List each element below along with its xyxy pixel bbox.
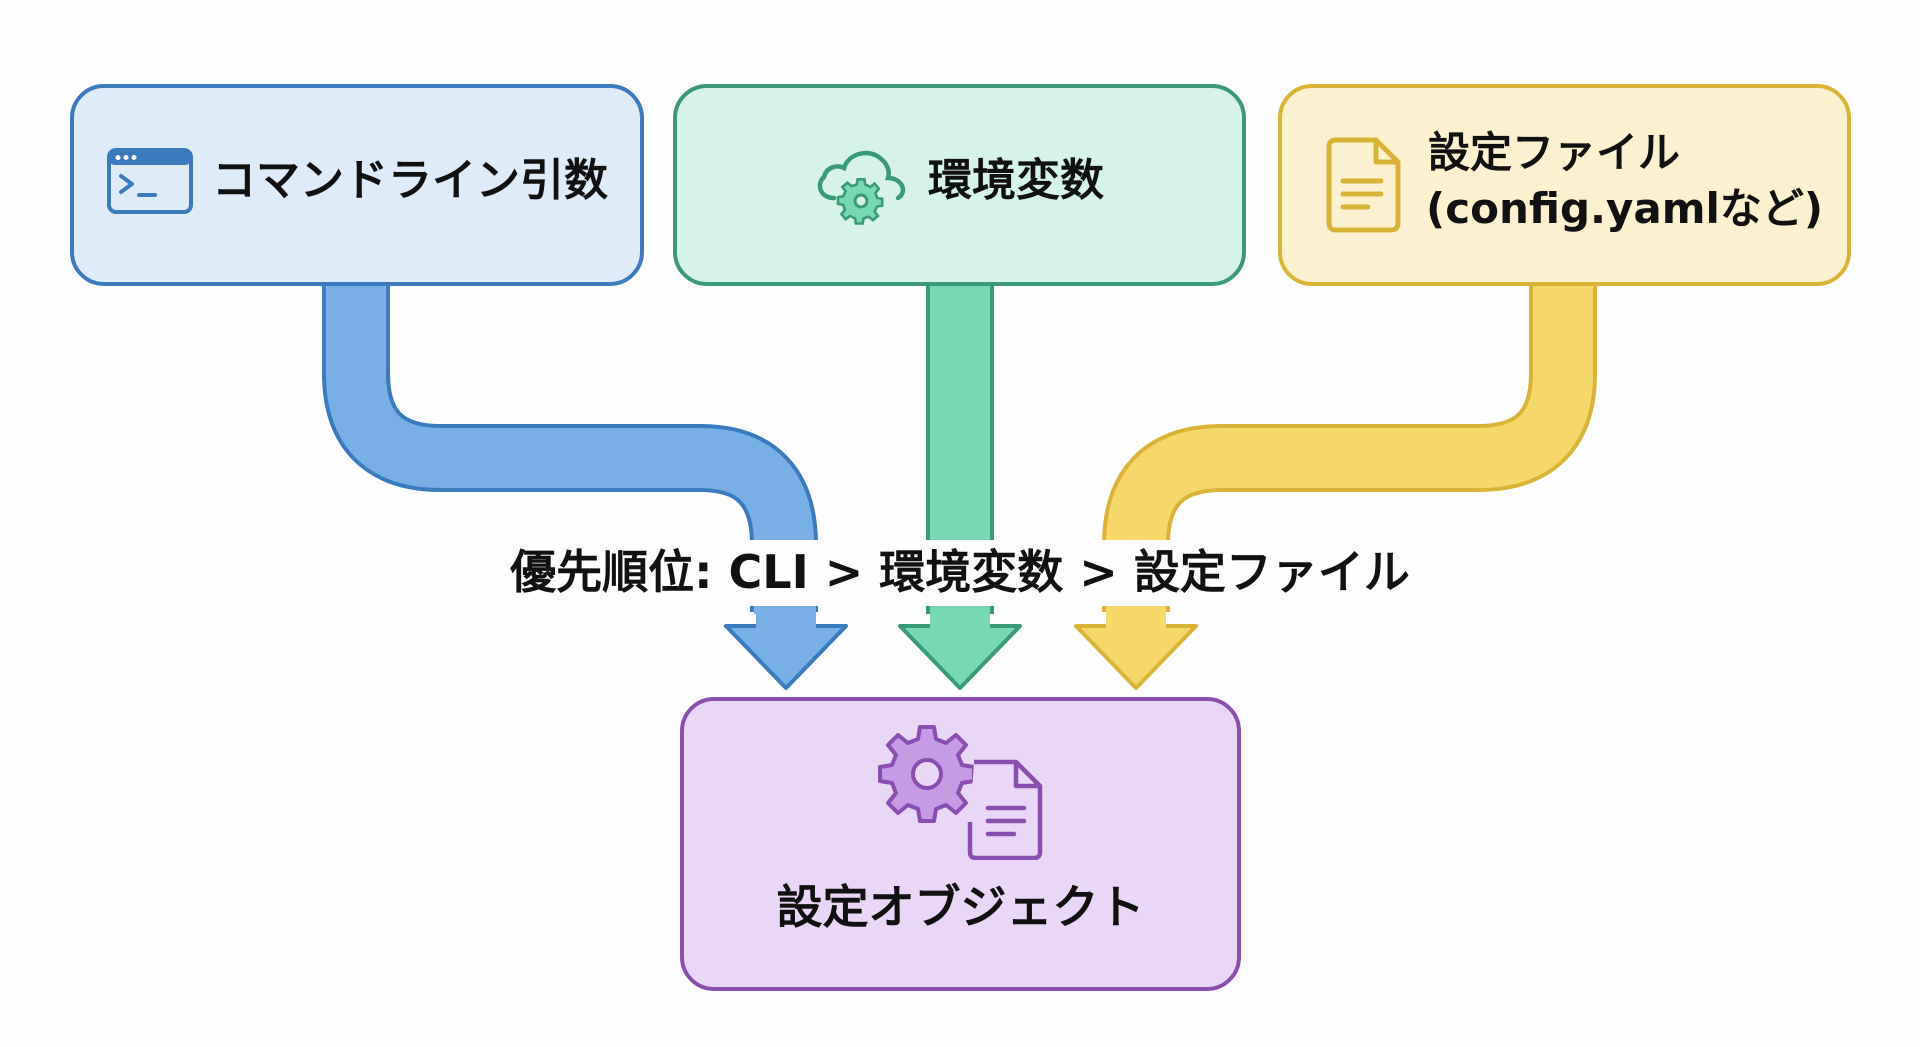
terminal-icon <box>107 148 193 214</box>
env-arrowhead <box>898 624 1022 690</box>
env-source-box <box>673 84 1246 286</box>
document-icon <box>1326 137 1401 233</box>
cloud-gear-icon <box>817 150 906 225</box>
priority-order-text: 優先順位: CLI > 環境変数 > 設定ファイル <box>510 545 1410 599</box>
gear-document-icon <box>878 725 1043 860</box>
file-arrowhead <box>1074 624 1198 690</box>
file-source-label-line1: 設定ファイル <box>1428 128 1681 177</box>
env-source-label: 環境変数 <box>928 155 1104 206</box>
file-source-label-line2: (config.yamlなど) <box>1426 184 1824 233</box>
cli-source-label: コマンドライン引数 <box>212 155 608 206</box>
cli-arrowhead <box>724 624 848 690</box>
config-object-label: 設定オブジェクト <box>776 880 1145 934</box>
